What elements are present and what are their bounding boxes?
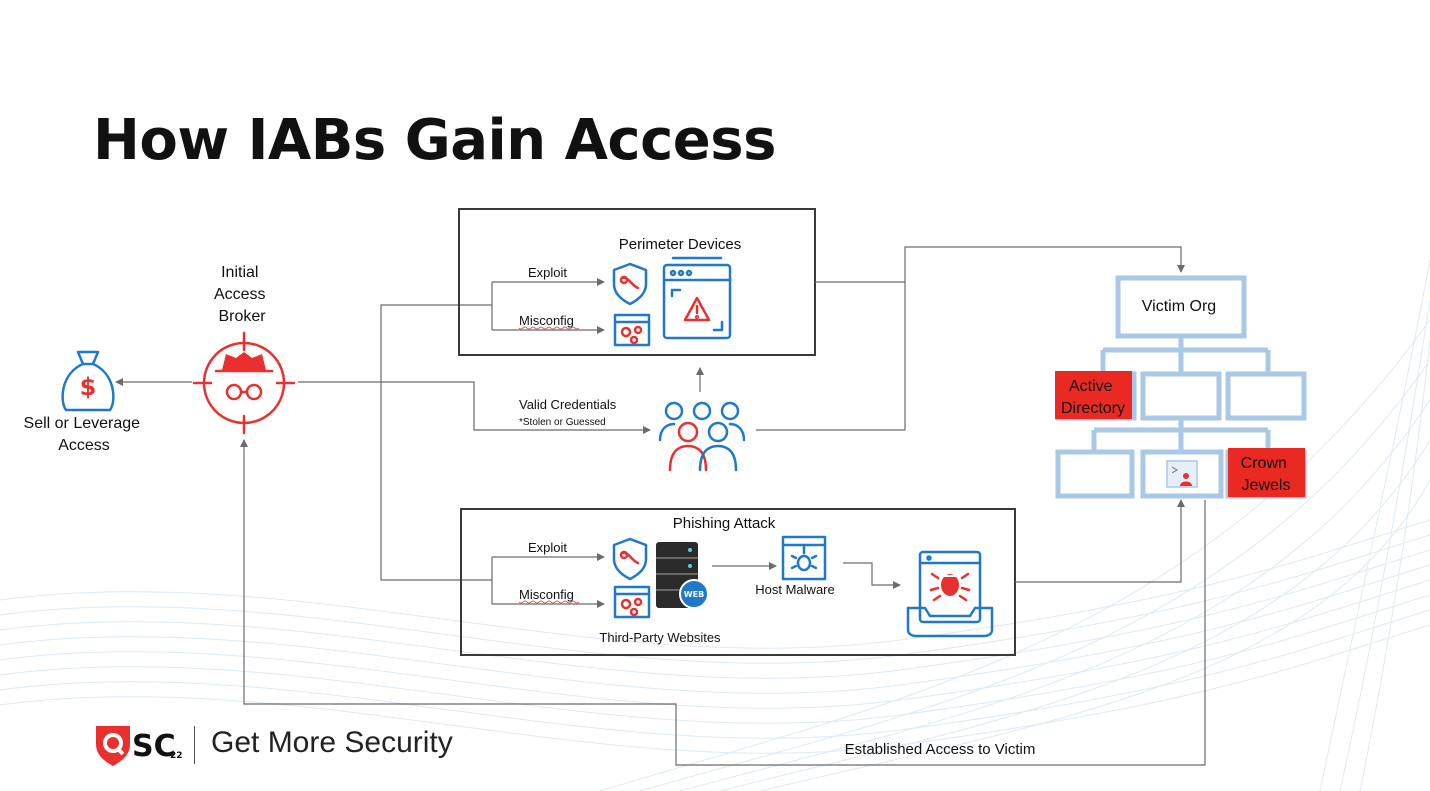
qsc-logo: SC 22 bbox=[96, 726, 182, 766]
shield-exploit-icon bbox=[612, 262, 648, 306]
misconfig-gears-icon bbox=[613, 313, 651, 347]
perimeter-title: Perimeter Devices bbox=[619, 236, 742, 253]
sell-label: Sell or Leverage Access bbox=[24, 415, 145, 454]
infected-computer-icon bbox=[906, 550, 994, 638]
logo-sup: 22 bbox=[170, 751, 182, 761]
phishing-misconfig-label: Misconfig bbox=[519, 587, 574, 602]
footer-divider bbox=[194, 726, 195, 764]
active-directory-label: Active Directory bbox=[1061, 378, 1125, 417]
browser-warning-icon bbox=[662, 256, 732, 340]
host-malware-icon bbox=[781, 535, 827, 581]
broker-crosshair-icon bbox=[192, 331, 296, 435]
perimeter-exploit-label: Exploit bbox=[528, 265, 567, 280]
web-badge-label: WEB bbox=[684, 590, 704, 599]
misconfig-gears-icon bbox=[613, 585, 651, 619]
shield-exploit-icon bbox=[612, 537, 648, 581]
phishing-exploit-label: Exploit bbox=[528, 540, 567, 555]
footer-tagline: Get More Security bbox=[211, 726, 453, 759]
active-directory-badge bbox=[1055, 371, 1132, 419]
terminal-user-icon bbox=[1166, 460, 1198, 488]
crown-jewels-label: Crown Jewels bbox=[1241, 455, 1292, 494]
victim-org-node bbox=[1115, 275, 1247, 339]
background-waves bbox=[0, 259, 1430, 791]
broker-label: Initial Access Broker bbox=[214, 264, 270, 325]
users-group-icon bbox=[658, 401, 746, 472]
credentials-note: *Stolen or Guessed bbox=[519, 417, 606, 428]
slide-title: How IABs Gain Access bbox=[93, 108, 776, 173]
web-server-icon: WEB bbox=[656, 542, 709, 609]
host-malware-label: Host Malware bbox=[755, 582, 834, 597]
credentials-label: Valid Credentials bbox=[519, 397, 617, 412]
established-access-label: Established Access to Victim bbox=[845, 741, 1036, 758]
phishing-title: Phishing Attack bbox=[673, 515, 776, 532]
perimeter-misconfig-label: Misconfig bbox=[519, 313, 574, 328]
third-party-websites-label: Third-Party Websites bbox=[599, 630, 721, 645]
crown-jewels-badge bbox=[1228, 448, 1305, 497]
victim-org-title: Victim Org bbox=[1142, 298, 1216, 315]
svg-text:$: $ bbox=[80, 373, 97, 401]
money-bag-icon: $ bbox=[61, 350, 115, 412]
logo-text: SC bbox=[132, 729, 176, 764]
